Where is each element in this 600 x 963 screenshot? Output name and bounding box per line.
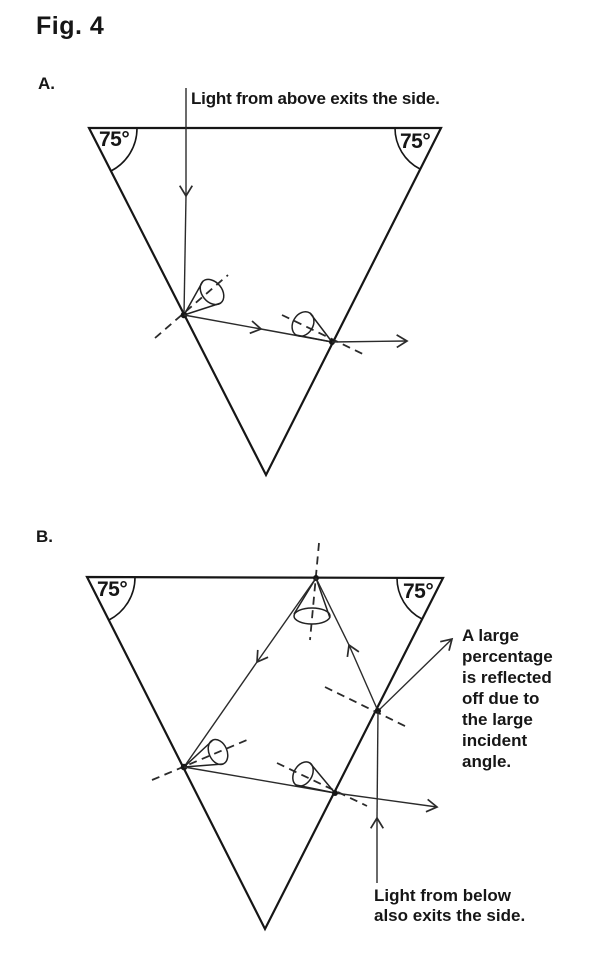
panel-b-reflection-note: A large percentage is reflected off due …: [462, 626, 553, 771]
ray-a-internal-first: [183, 314, 263, 335]
panel-a-drawing: [87, 88, 443, 478]
scatter-cone-b-lower-right: [292, 761, 336, 794]
panel-a-angle-right-label: 75°: [400, 130, 431, 153]
scatter-cone-b-left: [183, 738, 229, 768]
prism-a-outline: [87, 126, 443, 478]
normal-a-right-face: [281, 314, 368, 357]
ray-b-from-below-upper: [376, 710, 379, 819]
ray-b-right-to-top-upper: [315, 577, 350, 646]
panel-a-label: A.: [38, 74, 55, 93]
normal-b-right-face-upper: [324, 686, 408, 728]
ray-b-top-to-left-upper: [256, 577, 317, 664]
angle-arc-a-left: [110, 127, 138, 172]
ray-a-exit: [331, 334, 409, 349]
panel-a-angle-left-label: 75°: [99, 128, 130, 151]
ray-b-left-to-right: [183, 766, 336, 794]
ray-a-incoming-lower: [183, 195, 187, 316]
normal-b-right-face-lower: [276, 762, 368, 807]
panel-b-angle-right-label: 75°: [403, 580, 434, 603]
scatter-cone-a-left: [183, 278, 225, 316]
ray-b-right-to-top-lower: [346, 643, 379, 712]
junction-dot-b-right-lower: [332, 790, 338, 796]
normal-b-left-face: [151, 739, 248, 781]
panel-b-drawing: [85, 542, 454, 932]
scatter-cone-a-right: [291, 311, 333, 343]
normal-b-top-face: [309, 542, 320, 641]
figure-title: Fig. 4: [36, 12, 105, 40]
prism-b-outline: [85, 575, 445, 932]
ray-b-exit-right: [334, 792, 439, 813]
angle-arc-b-right: [396, 577, 423, 620]
panel-a-caption: Light from above exits the side.: [191, 89, 440, 108]
panel-b-label: B.: [36, 527, 53, 546]
panel-b-angle-left-label: 75°: [97, 578, 128, 601]
angle-arc-b-left: [108, 576, 136, 621]
ray-b-reflected-exit: [377, 637, 454, 712]
ray-b-top-to-left-lower: [183, 661, 258, 768]
angle-arc-a-right: [394, 127, 421, 170]
normal-a-left-face: [154, 274, 229, 339]
panel-b-caption: Light from below also exits the side.: [374, 886, 526, 925]
